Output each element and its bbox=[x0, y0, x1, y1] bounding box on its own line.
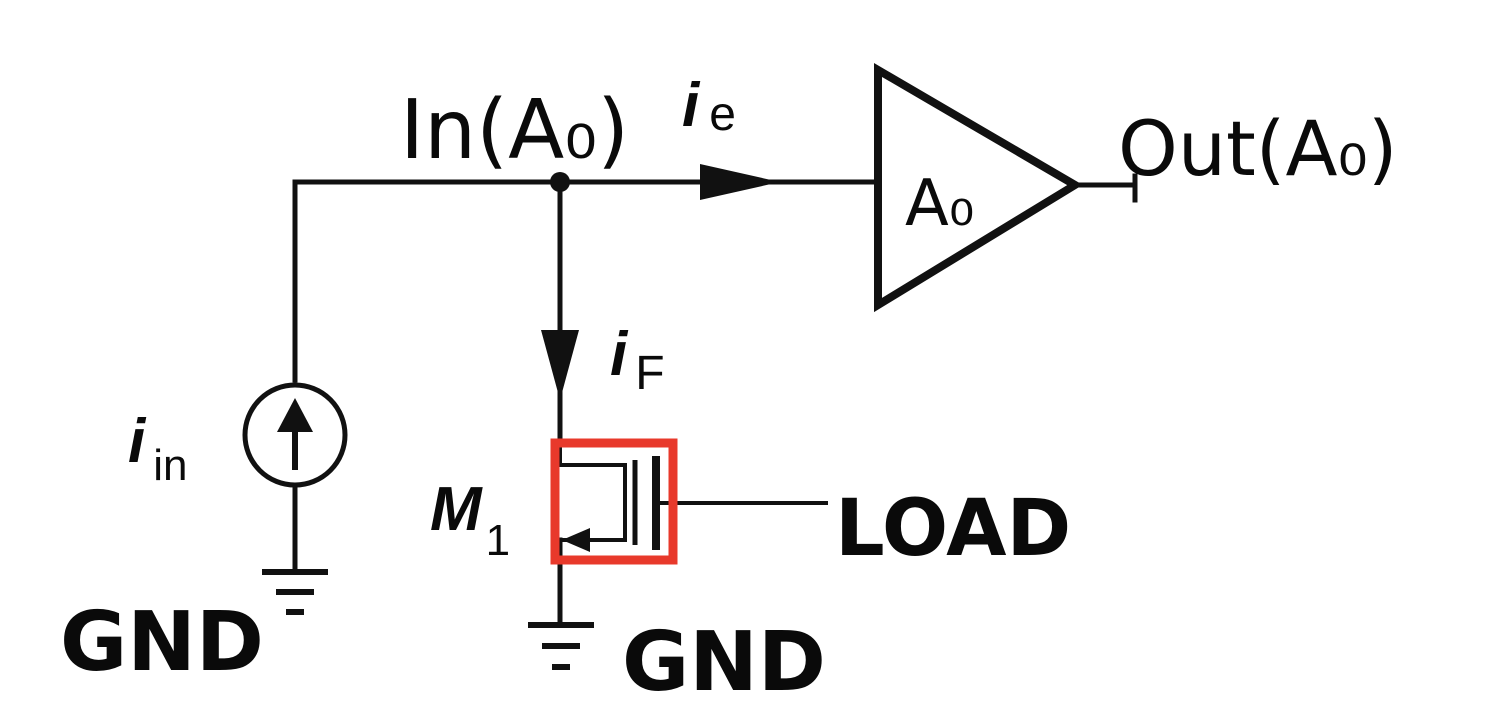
ground-right-icon bbox=[528, 622, 594, 670]
m1-highlight-box bbox=[550, 438, 678, 565]
ie-arrow bbox=[700, 164, 780, 200]
gnd-left-label: GND bbox=[60, 595, 264, 690]
if-arrow bbox=[541, 330, 579, 400]
m1-transistor bbox=[557, 445, 828, 625]
amp-label: A₀ bbox=[905, 167, 974, 241]
input-wire bbox=[292, 179, 881, 383]
amplifier-triangle bbox=[874, 63, 1083, 313]
in-node-label: In(A₀) bbox=[400, 83, 629, 178]
current-source-arrow-head bbox=[277, 398, 313, 432]
m1-label: M1 bbox=[430, 475, 510, 565]
out-node-label: Out(A₀) bbox=[1118, 104, 1398, 193]
load-label: LOAD bbox=[835, 484, 1071, 574]
gnd-right-label: GND bbox=[622, 615, 826, 710]
ground-left-icon bbox=[262, 569, 328, 615]
